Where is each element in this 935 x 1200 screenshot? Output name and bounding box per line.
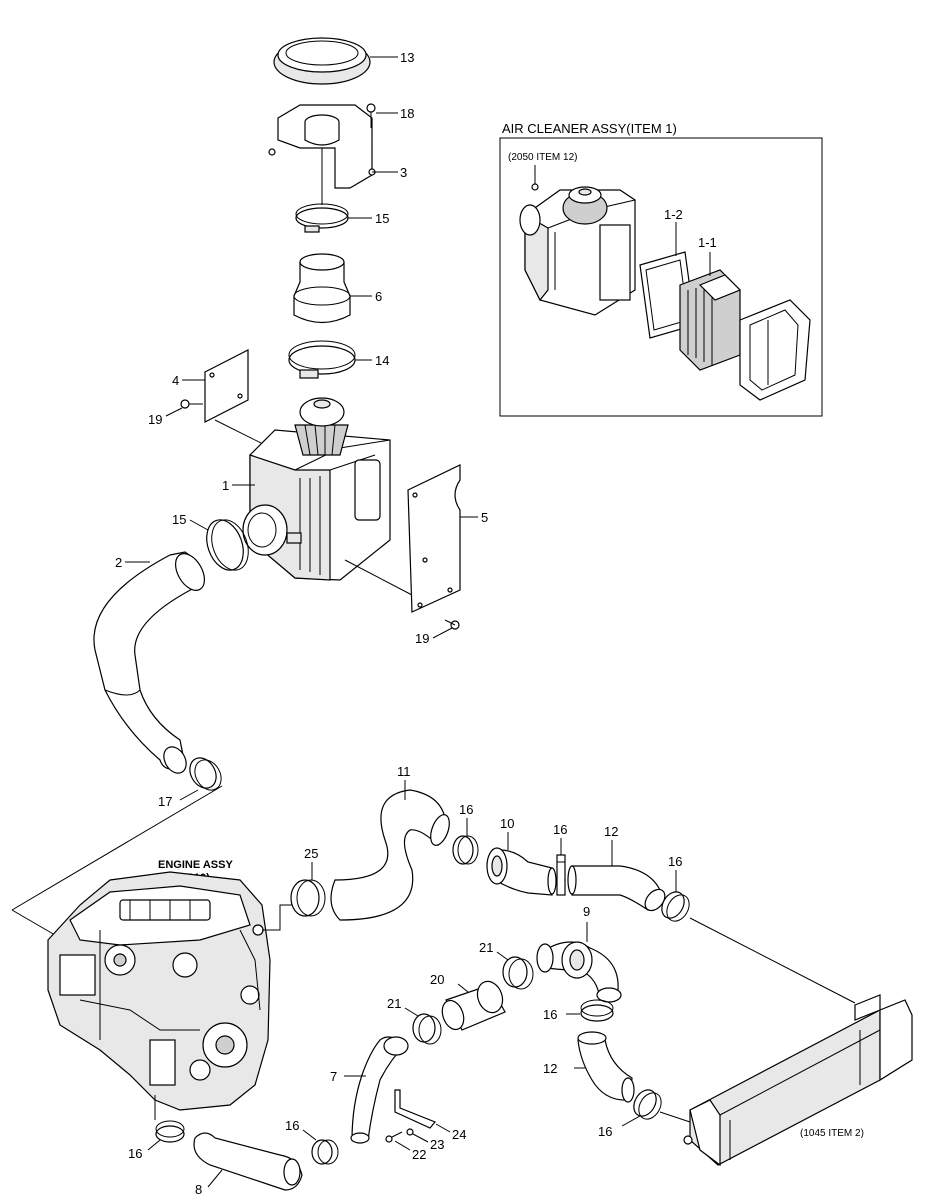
inset-cover [739,299,811,401]
engine-assembly [47,871,271,1111]
inset-air-cleaner [519,186,636,316]
callout-23: 23 [430,1137,444,1152]
pipe-12-upper [567,865,666,912]
callout-16-e: 16 [285,1118,299,1133]
callout-7: 7 [330,1069,337,1084]
callout-1-2: 1-2 [664,207,683,222]
callout-21-a: 21 [479,940,493,955]
inset-ref-label: (2050 ITEM 12) [508,152,577,163]
sleeve-16-b [556,854,566,896]
clamp-15-top [295,203,349,233]
inset-frame [499,137,823,417]
clamp-25 [290,879,326,917]
elbow-10 [486,847,557,896]
inlet-filter-cone [294,397,349,456]
callout-17: 17 [158,794,172,809]
clamp-21-b [412,1013,442,1045]
callout-12-upper: 12 [604,824,618,839]
callout-13: 13 [400,50,414,65]
reducer-hose [293,253,351,324]
callout-15-top: 15 [375,211,389,226]
bolt-19-left [180,399,203,409]
callout-8: 8 [195,1182,202,1197]
callout-18: 18 [400,106,414,121]
bolt-18 [366,103,376,128]
callout-14: 14 [375,353,389,368]
callout-16-d: 16 [543,1007,557,1022]
callout-19-right: 19 [415,631,429,646]
callout-11: 11 [397,764,411,779]
callout-22: 22 [412,1147,426,1162]
callout-16-g: 16 [598,1124,612,1139]
inset-title: AIR CLEANER ASSY(ITEM 1) [502,121,677,136]
hose-20 [441,980,506,1031]
callout-21-b: 21 [387,996,401,1011]
callout-15-lower: 15 [172,512,186,527]
callout-3: 3 [400,165,407,180]
bracket-5 [407,464,461,613]
callout-24: 24 [452,1127,466,1142]
clamp-16-e [311,1139,339,1165]
inset-filter-element-1-1 [679,269,742,371]
washer-23 [406,1128,414,1136]
callout-25: 25 [304,846,318,861]
intercooler [683,994,913,1167]
callout-4: 4 [172,373,179,388]
mounting-bracket [268,104,376,189]
clamp-16-c [661,891,690,922]
clamp-21-a [502,956,534,990]
callout-5: 5 [481,510,488,525]
clamp-16-a [452,835,479,865]
elbow-9 [536,941,622,1003]
callout-16-c: 16 [668,854,682,869]
intercooler-ref: (1045 ITEM 2) [800,1128,864,1139]
pipe-12-lower [577,1031,635,1103]
hose-7 [350,1036,409,1144]
callout-6: 6 [375,289,382,304]
clamp-16-f [155,1120,185,1143]
air-cleaner-housing [242,429,391,581]
callout-9: 9 [583,904,590,919]
clamp-16-d [580,999,614,1022]
callout-2: 2 [115,555,122,570]
callout-1-1: 1-1 [698,235,717,250]
callout-16-a: 16 [459,802,473,817]
callout-16-b: 16 [553,822,567,837]
bracket-24 [394,1089,436,1129]
hose-8 [193,1132,303,1191]
precleaner-cap [273,37,371,85]
bolt-19-right [444,619,460,630]
intake-hose-2 [93,551,206,774]
callout-12-lower: 12 [543,1061,557,1076]
clamp-17 [189,757,222,791]
clamp-15-lower [206,519,249,571]
clamp-16-g [633,1089,662,1120]
bracket-4 [204,349,249,423]
clamp-14 [288,340,356,379]
callout-20: 20 [430,972,444,987]
engine-title: ENGINE ASSY [158,859,233,871]
hose-11 [330,789,450,921]
callout-16-f: 16 [128,1146,142,1161]
callout-1: 1 [222,478,229,493]
bolt-22 [385,1131,403,1143]
callout-10: 10 [500,816,514,831]
callout-19-left: 19 [148,412,162,427]
